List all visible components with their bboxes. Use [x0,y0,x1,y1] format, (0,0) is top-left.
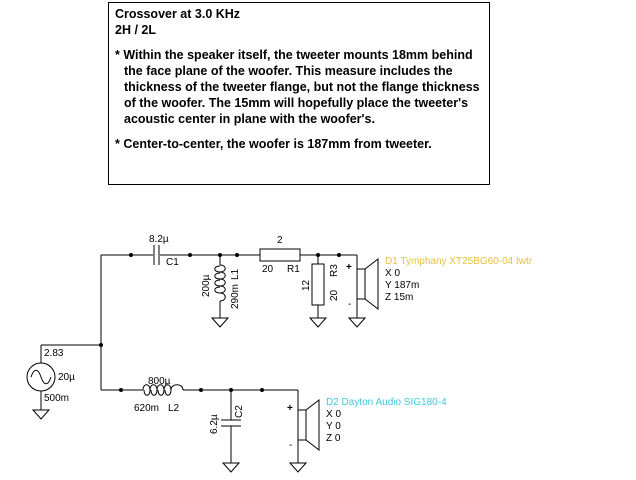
inductor-l1[interactable]: 200µ 290m L1 [201,264,241,309]
l2-resistance: 620m [134,403,159,414]
notes-box: Crossover at 3.0 KHz 2H / 2L * Within th… [108,2,490,185]
inductor-icon [142,384,184,396]
r3-tolerance: 20 [329,289,340,301]
speaker-icon [297,398,320,452]
d2-plus: + [287,403,293,414]
d1-z: Z 15m [385,292,413,303]
ground-icon [221,462,241,473]
capacitor-c1[interactable]: 8.2µ C1 [149,234,179,268]
ground-icon [210,317,230,328]
note-subtitle: 2H / 2L [115,23,156,37]
junctions [99,253,341,392]
l1-resistance: 290m [230,284,241,309]
junction-dot [337,253,341,257]
junction-dot [119,388,123,392]
resistor-icon [311,263,325,306]
junction-dot [129,253,133,257]
resistor-r3[interactable]: 12 20 R3 [301,263,340,306]
l1-value: 200µ [201,274,212,297]
r3-name: R3 [329,264,340,277]
r3-value: 12 [301,279,312,291]
capacitor-icon [221,419,241,427]
r1-name: R1 [287,264,300,275]
l1-name: L1 [230,268,241,280]
speaker-d2[interactable]: + - D2 Dayton Audio SIG180-4 X 0 Y 0 Z 0 [287,397,447,452]
junction-dot [188,253,192,257]
c1-value: 8.2µ [149,234,169,245]
c2-value: 6.2µ [209,414,220,434]
ground-icon [288,462,308,473]
ground-d1 [347,317,367,328]
l2-value: 800µ [148,376,171,387]
d2-minus: - [289,440,292,451]
ground-r3 [308,317,328,328]
c1-name: C1 [166,257,179,268]
r1-value: 2 [277,235,283,246]
junction-dot [199,388,203,392]
resistor-r1[interactable]: 2 20 R1 [259,235,301,275]
l2-name: L2 [168,403,180,414]
junction-dot [235,253,239,257]
junction-dot [99,343,103,347]
note-bullet-2: * Center-to-center, the woofer is 187mm … [115,137,432,151]
d2-z: Z 0 [326,433,341,444]
d2-label: D2 Dayton Audio SIG180-4 [326,397,447,408]
d2-y: Y 0 [326,421,341,432]
d1-plus: + [346,262,352,273]
junction-dot [218,253,222,257]
source-resistance: 500m [44,393,69,404]
ground-source [31,409,51,420]
ground-c2 [221,462,241,473]
resistor-icon [259,248,301,262]
source-offset: 20µ [58,372,75,383]
speaker-d1[interactable]: + - D1 Tymphany XT25BG60-04 twtr X 0 Y 1… [346,256,533,311]
d1-minus: - [348,299,351,310]
note-bullet-1: * Within the speaker itself, the tweeter… [115,48,480,126]
ground-d2 [288,462,308,473]
d2-x: X 0 [326,409,341,420]
junction-dot [316,253,320,257]
inductor-icon [214,264,226,302]
ground-icon [347,317,367,328]
ground-icon [308,317,328,328]
c2-name: C2 [234,405,245,418]
capacitor-icon [153,245,160,265]
source-voltage: 2.83 [44,348,64,359]
ac-source[interactable]: 2.83 20µ 500m [26,348,75,404]
junction-dot [260,388,264,392]
d1-x: X 0 [385,268,400,279]
ground-l1 [210,317,230,328]
capacitor-c2[interactable]: 6.2µ C2 [209,405,245,434]
speaker-icon [356,257,379,311]
d1-y: Y 187m [385,280,419,291]
ac-source-icon [26,362,56,392]
note-title: Crossover at 3.0 KHz [115,7,241,21]
d1-label: D1 Tymphany XT25BG60-04 twtr [385,256,533,267]
inductor-l2[interactable]: 800µ 620m L2 [134,376,184,414]
ground-icon [31,409,51,420]
r1-tolerance: 20 [262,264,274,275]
junction-dot [229,388,233,392]
